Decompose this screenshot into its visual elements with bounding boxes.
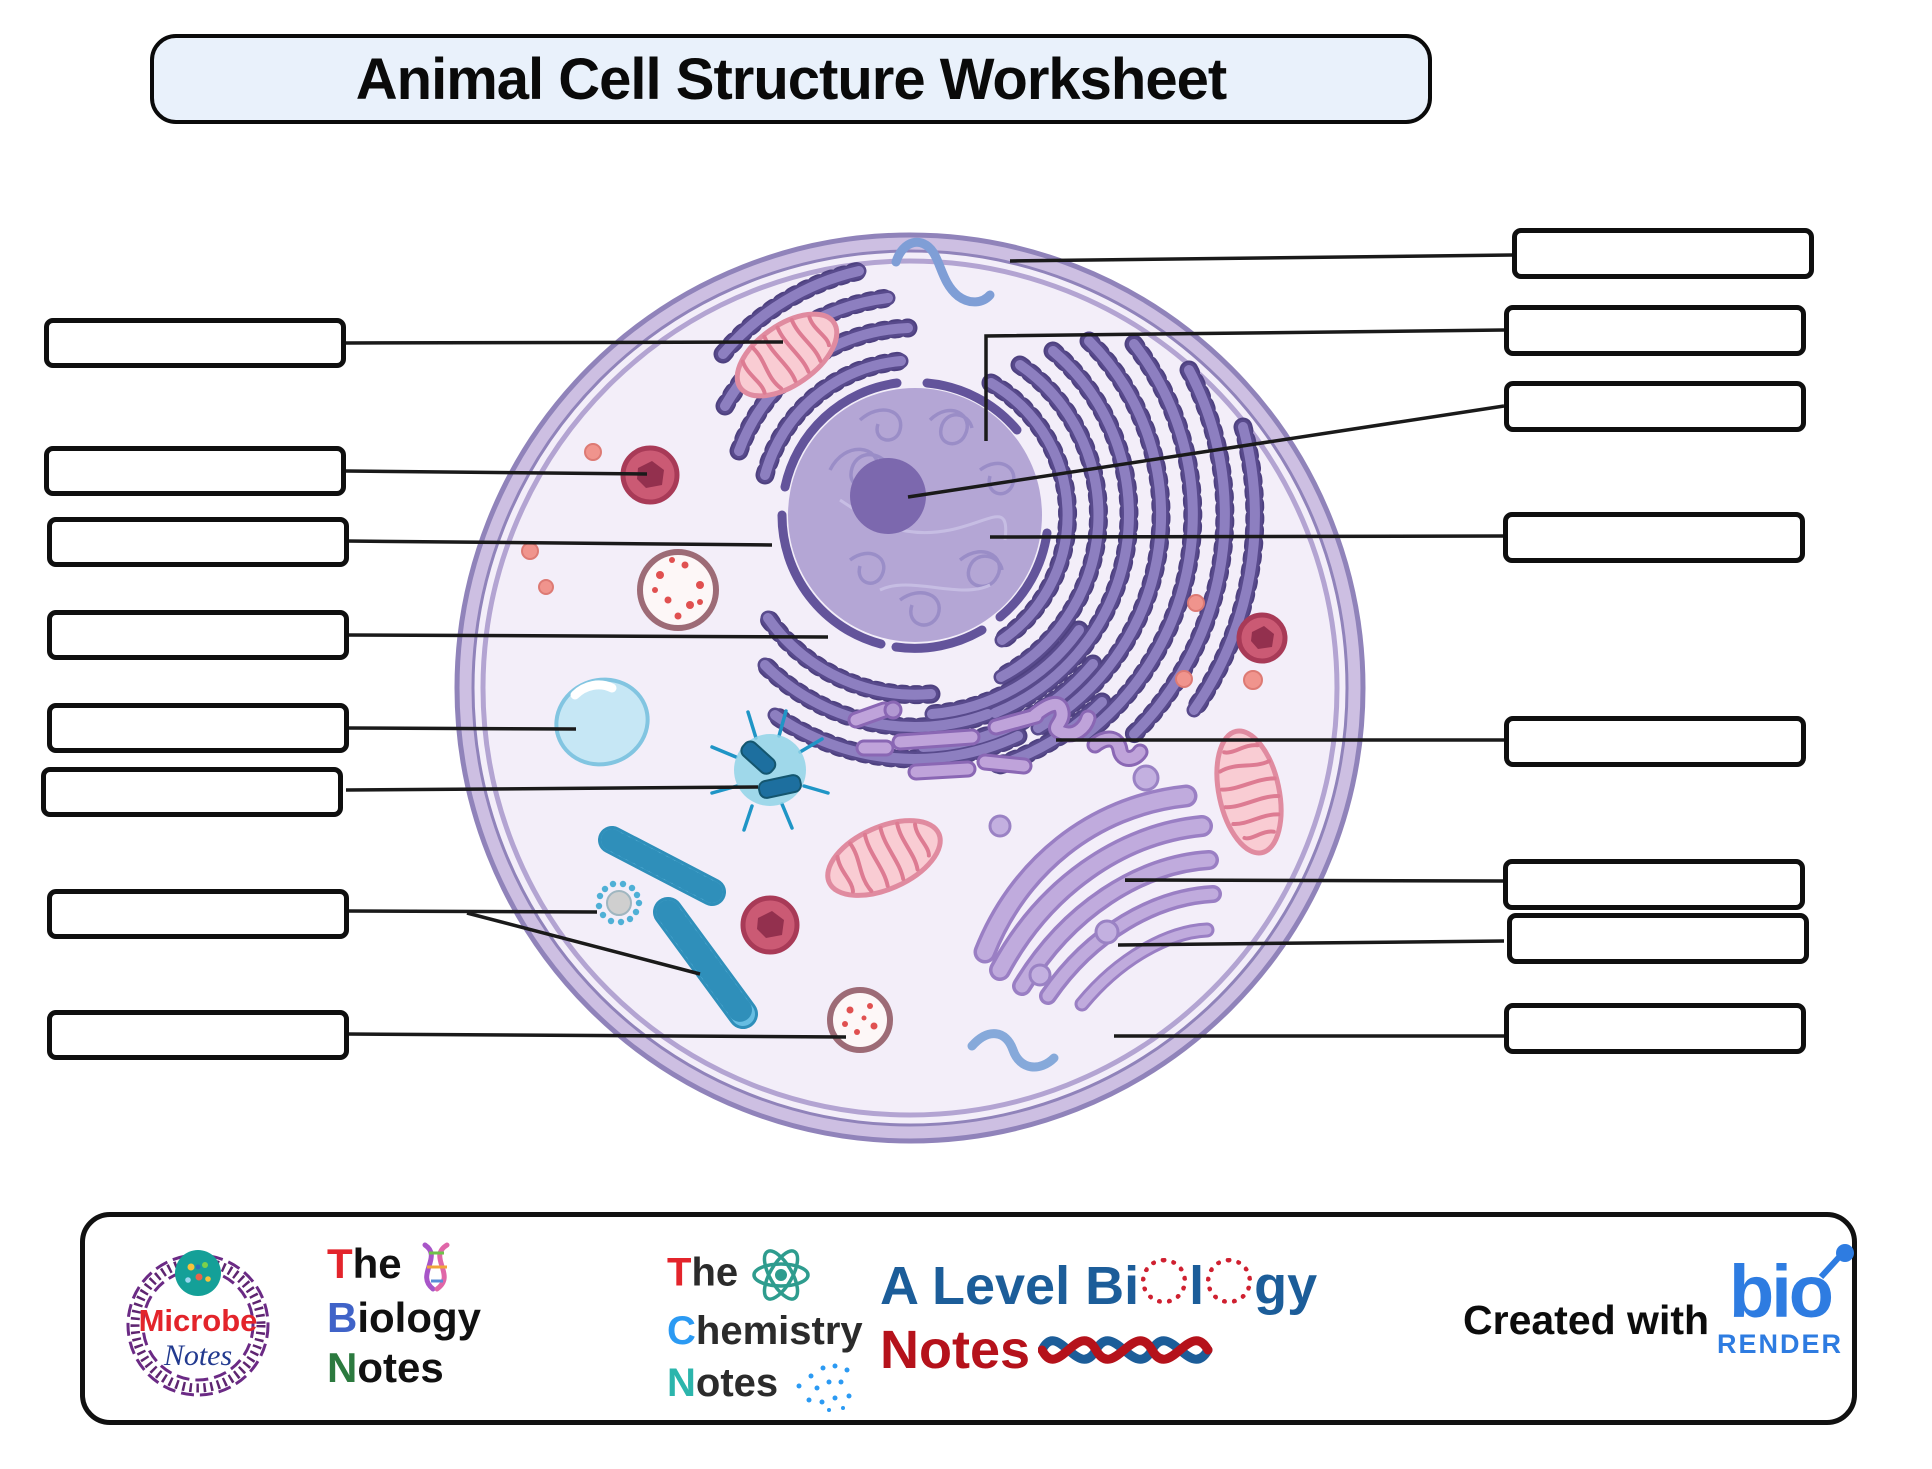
line-left-2 (345, 469, 648, 476)
answer-box-right-2[interactable] (1504, 305, 1806, 356)
answer-box-right-6[interactable] (1503, 859, 1805, 910)
line-left-7a (345, 909, 598, 914)
tbn-biology-rest: iology (357, 1293, 482, 1341)
dna-helix-icon (422, 1242, 450, 1292)
mitochondrion-3 (825, 818, 943, 898)
dna-wreath-icon (126, 1250, 270, 1397)
line-right-7 (1117, 939, 1505, 947)
peroxisome-2 (827, 987, 893, 1053)
tcn-the-he: he (691, 1250, 739, 1295)
line-right-3 (907, 404, 1505, 499)
microbe-notes-logo: Microbe Notes (113, 1225, 283, 1421)
line-left-4 (345, 633, 829, 639)
tcn-chemistry-rest: hemistry (695, 1309, 863, 1353)
answer-box-left-8[interactable] (47, 1010, 349, 1060)
line-left-6 (345, 785, 759, 792)
created-with-text: Created with (1463, 1297, 1710, 1343)
tbn-the-t: T (327, 1240, 353, 1287)
answer-box-left-7[interactable] (47, 889, 349, 939)
line-left-3 (345, 539, 773, 547)
golgi-vesicles (988, 764, 1160, 987)
tbn-the-he: he (352, 1240, 402, 1287)
line-left-8 (345, 1032, 847, 1039)
nucleolus (850, 458, 926, 534)
footer-credits-bar: Microbe Notes The Biology Notes The (80, 1212, 1857, 1425)
answer-box-right-5[interactable] (1504, 716, 1806, 767)
alevel-notes-word: Notes (880, 1320, 1031, 1380)
answer-box-left-2[interactable] (44, 446, 346, 496)
answer-box-right-1[interactable] (1512, 228, 1814, 279)
the-chemistry-notes-logo: The Chemistry Notes (667, 1245, 863, 1413)
answer-box-right-3[interactable] (1504, 381, 1806, 432)
title-banner: Animal Cell Structure Worksheet (150, 34, 1432, 124)
centrosome (710, 709, 830, 832)
chromatin (828, 408, 1016, 627)
leader-lines (345, 253, 1513, 1039)
molecule-dot-icon (1818, 1244, 1854, 1280)
microbe-notes-line1: Microbe (138, 1303, 258, 1338)
answer-box-left-1[interactable] (44, 318, 346, 368)
answer-box-right-4[interactable] (1503, 512, 1805, 563)
dot-scatter-icon (796, 1363, 852, 1413)
tbn-biology-b: B (327, 1293, 358, 1341)
tbn-notes-rest: otes (357, 1343, 444, 1391)
line-right-6 (1124, 878, 1505, 883)
biorender-render: RENDER (1716, 1329, 1843, 1359)
answer-box-right-7[interactable] (1507, 913, 1809, 964)
golgi-apparatus (973, 764, 1222, 1012)
tcn-notes-n: N (667, 1361, 696, 1405)
mitochondrion-2 (1214, 728, 1284, 856)
line-right-4 (989, 534, 1505, 539)
answer-box-left-4[interactable] (47, 610, 349, 660)
line-left-7b (466, 911, 701, 976)
alevel-line1-pre: A Level Bi (880, 1256, 1140, 1316)
microtubule-ring (595, 880, 643, 926)
tcn-the-t: T (667, 1250, 692, 1295)
line-right-2 (984, 328, 1505, 441)
line-left-1 (345, 340, 784, 345)
page-title: Animal Cell Structure Worksheet (355, 46, 1227, 112)
answer-box-left-5[interactable] (47, 703, 349, 753)
lysosome-2 (740, 895, 800, 955)
lysosome-3 (1236, 612, 1288, 664)
alevel-line1-post: gy (1254, 1256, 1318, 1316)
atom-icon (752, 1249, 810, 1301)
mitochondrion-1 (734, 311, 840, 399)
answer-box-left-6[interactable] (41, 767, 343, 817)
line-left-5 (345, 726, 577, 731)
answer-box-left-3[interactable] (47, 517, 349, 567)
dna-wave-icon (1038, 1336, 1213, 1364)
filament-top (891, 237, 995, 307)
line-right-1 (1009, 253, 1513, 263)
lysosome-1 (620, 445, 680, 505)
o-ring-icon (1141, 1258, 1188, 1304)
vacuole (554, 677, 650, 767)
tcn-chemistry-c: C (667, 1309, 696, 1353)
nucleus (788, 388, 1042, 642)
o-ring-icon (1206, 1258, 1253, 1304)
answer-box-right-8[interactable] (1504, 1003, 1806, 1054)
biorender-bio: bio (1729, 1250, 1834, 1333)
tbn-notes-n: N (327, 1343, 358, 1391)
microbe-notes-line2: Notes (163, 1339, 233, 1372)
biorender-logo: bio RENDER (1715, 1244, 1854, 1360)
alevel-line1-mid: l (1189, 1256, 1205, 1316)
the-biology-notes-logo: The Biology Notes (327, 1239, 481, 1393)
peroxisome-1 (637, 549, 719, 631)
tcn-notes-rest: otes (695, 1361, 779, 1405)
nuclear-envelope (777, 378, 1052, 653)
smooth-endoplasmic-reticulum (847, 696, 1149, 781)
filament-bottom (967, 1029, 1059, 1072)
cytoskeleton (595, 826, 758, 1029)
